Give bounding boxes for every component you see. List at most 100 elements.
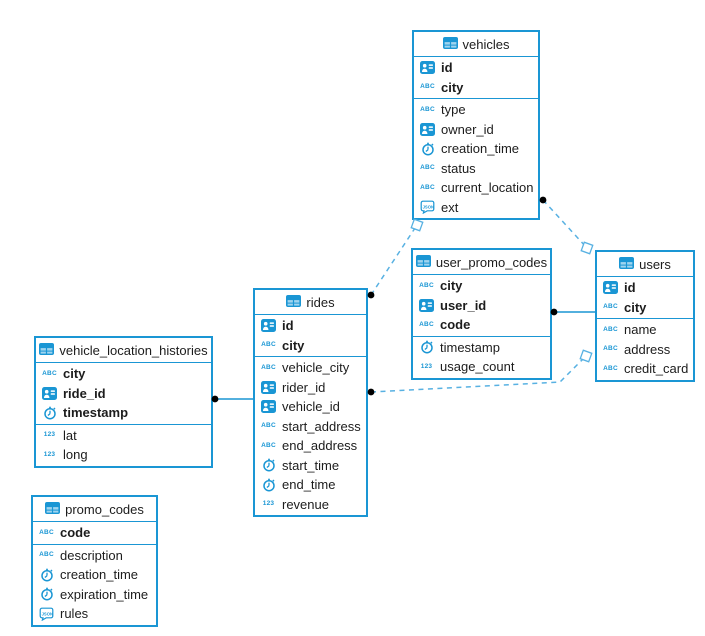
relationship-square-endpoint-rides-to-vehicles[interactable] — [410, 218, 424, 232]
field-row-rider_id[interactable]: rider_id — [255, 378, 366, 398]
field-name: id — [282, 318, 294, 334]
field-name: id — [441, 60, 453, 76]
field-name: rules — [60, 606, 89, 622]
field-name: status — [441, 160, 476, 176]
field-row-timestamp[interactable]: timestamp — [413, 338, 550, 358]
field-row-id[interactable]: id — [414, 58, 538, 78]
field-name: name — [624, 322, 657, 338]
table-icon — [45, 501, 61, 517]
field-row-id[interactable]: id — [255, 316, 366, 336]
field-row-end_time[interactable]: end_time — [255, 475, 366, 495]
relationship-dot-endpoint-rides-to-vehicles[interactable] — [367, 291, 375, 299]
table-header-vehicles[interactable]: vehicles — [414, 32, 538, 57]
field-row-expiration_time[interactable]: expiration_time — [33, 585, 156, 605]
field-name: creation_time — [60, 567, 139, 583]
field-row-owner_id[interactable]: owner_id — [414, 120, 538, 140]
field-name: description — [60, 547, 123, 563]
num-icon: 123 — [420, 362, 433, 370]
relationship-line-vehicles-to-users[interactable] — [542, 199, 588, 249]
num-icon: 123 — [262, 500, 275, 507]
field-name: timestamp — [440, 339, 500, 355]
field-name: current_location — [441, 180, 534, 196]
abc-icon: ABC — [603, 303, 618, 310]
field-row-ext[interactable]: JSON ext — [414, 198, 538, 218]
field-name: start_time — [282, 457, 340, 473]
field-row-start_time[interactable]: start_time — [255, 456, 366, 476]
table-header-user_promo_codes[interactable]: user_promo_codes — [413, 250, 550, 275]
table-title: user_promo_codes — [435, 254, 548, 270]
relationship-square-endpoint-rides-to-users[interactable] — [579, 349, 593, 363]
field-name: start_address — [282, 418, 361, 434]
table-header-vehicle_location_histories[interactable]: vehicle_location_histories — [36, 338, 211, 363]
field-name: end_time — [282, 477, 336, 493]
svg-text:JSON: JSON — [42, 611, 53, 616]
field-name: code — [440, 317, 471, 333]
relationship-square-endpoint-vehicles-to-users[interactable] — [580, 241, 594, 255]
table-title: users — [639, 256, 671, 272]
field-row-vehicle_id[interactable]: vehicle_id — [255, 397, 366, 417]
id-badge-icon — [41, 386, 58, 400]
relationship-dot-endpoint-rides-to-users[interactable] — [367, 388, 375, 396]
field-row-rules[interactable]: JSON rules — [33, 604, 156, 624]
table-title: rides — [306, 294, 335, 310]
field-name: credit_card — [624, 361, 689, 377]
field-row-creation_time[interactable]: creation_time — [33, 565, 156, 585]
num-icon: 123 — [43, 431, 56, 438]
field-name: end_address — [282, 438, 358, 454]
abc-icon: ABC — [42, 369, 57, 377]
field-row-user_id[interactable]: user_id — [413, 296, 550, 316]
field-name: timestamp — [63, 405, 129, 421]
id-badge-icon — [419, 61, 436, 75]
field-row-timestamp[interactable]: timestamp — [36, 403, 211, 423]
id-badge-icon — [419, 122, 436, 136]
field-name: ext — [441, 199, 459, 215]
abc-icon: ABC — [420, 83, 435, 90]
table-icon — [442, 36, 458, 52]
field-row-ride_id[interactable]: ride_id — [36, 384, 211, 404]
field-row-creation_time[interactable]: creation_time — [414, 139, 538, 159]
field-name: long — [63, 447, 88, 463]
clock-icon — [419, 142, 436, 156]
field-row-id[interactable]: id — [597, 278, 693, 298]
relationship-dot-endpoint-vehicles-to-users[interactable] — [539, 196, 547, 204]
field-name: rider_id — [282, 379, 326, 395]
svg-text:JSON: JSON — [423, 205, 434, 210]
clock-icon — [260, 458, 277, 472]
table-header-promo_codes[interactable]: promo_codes — [33, 497, 156, 522]
table-header-rides[interactable]: rides — [255, 290, 366, 315]
table-header-users[interactable]: users — [597, 252, 693, 277]
